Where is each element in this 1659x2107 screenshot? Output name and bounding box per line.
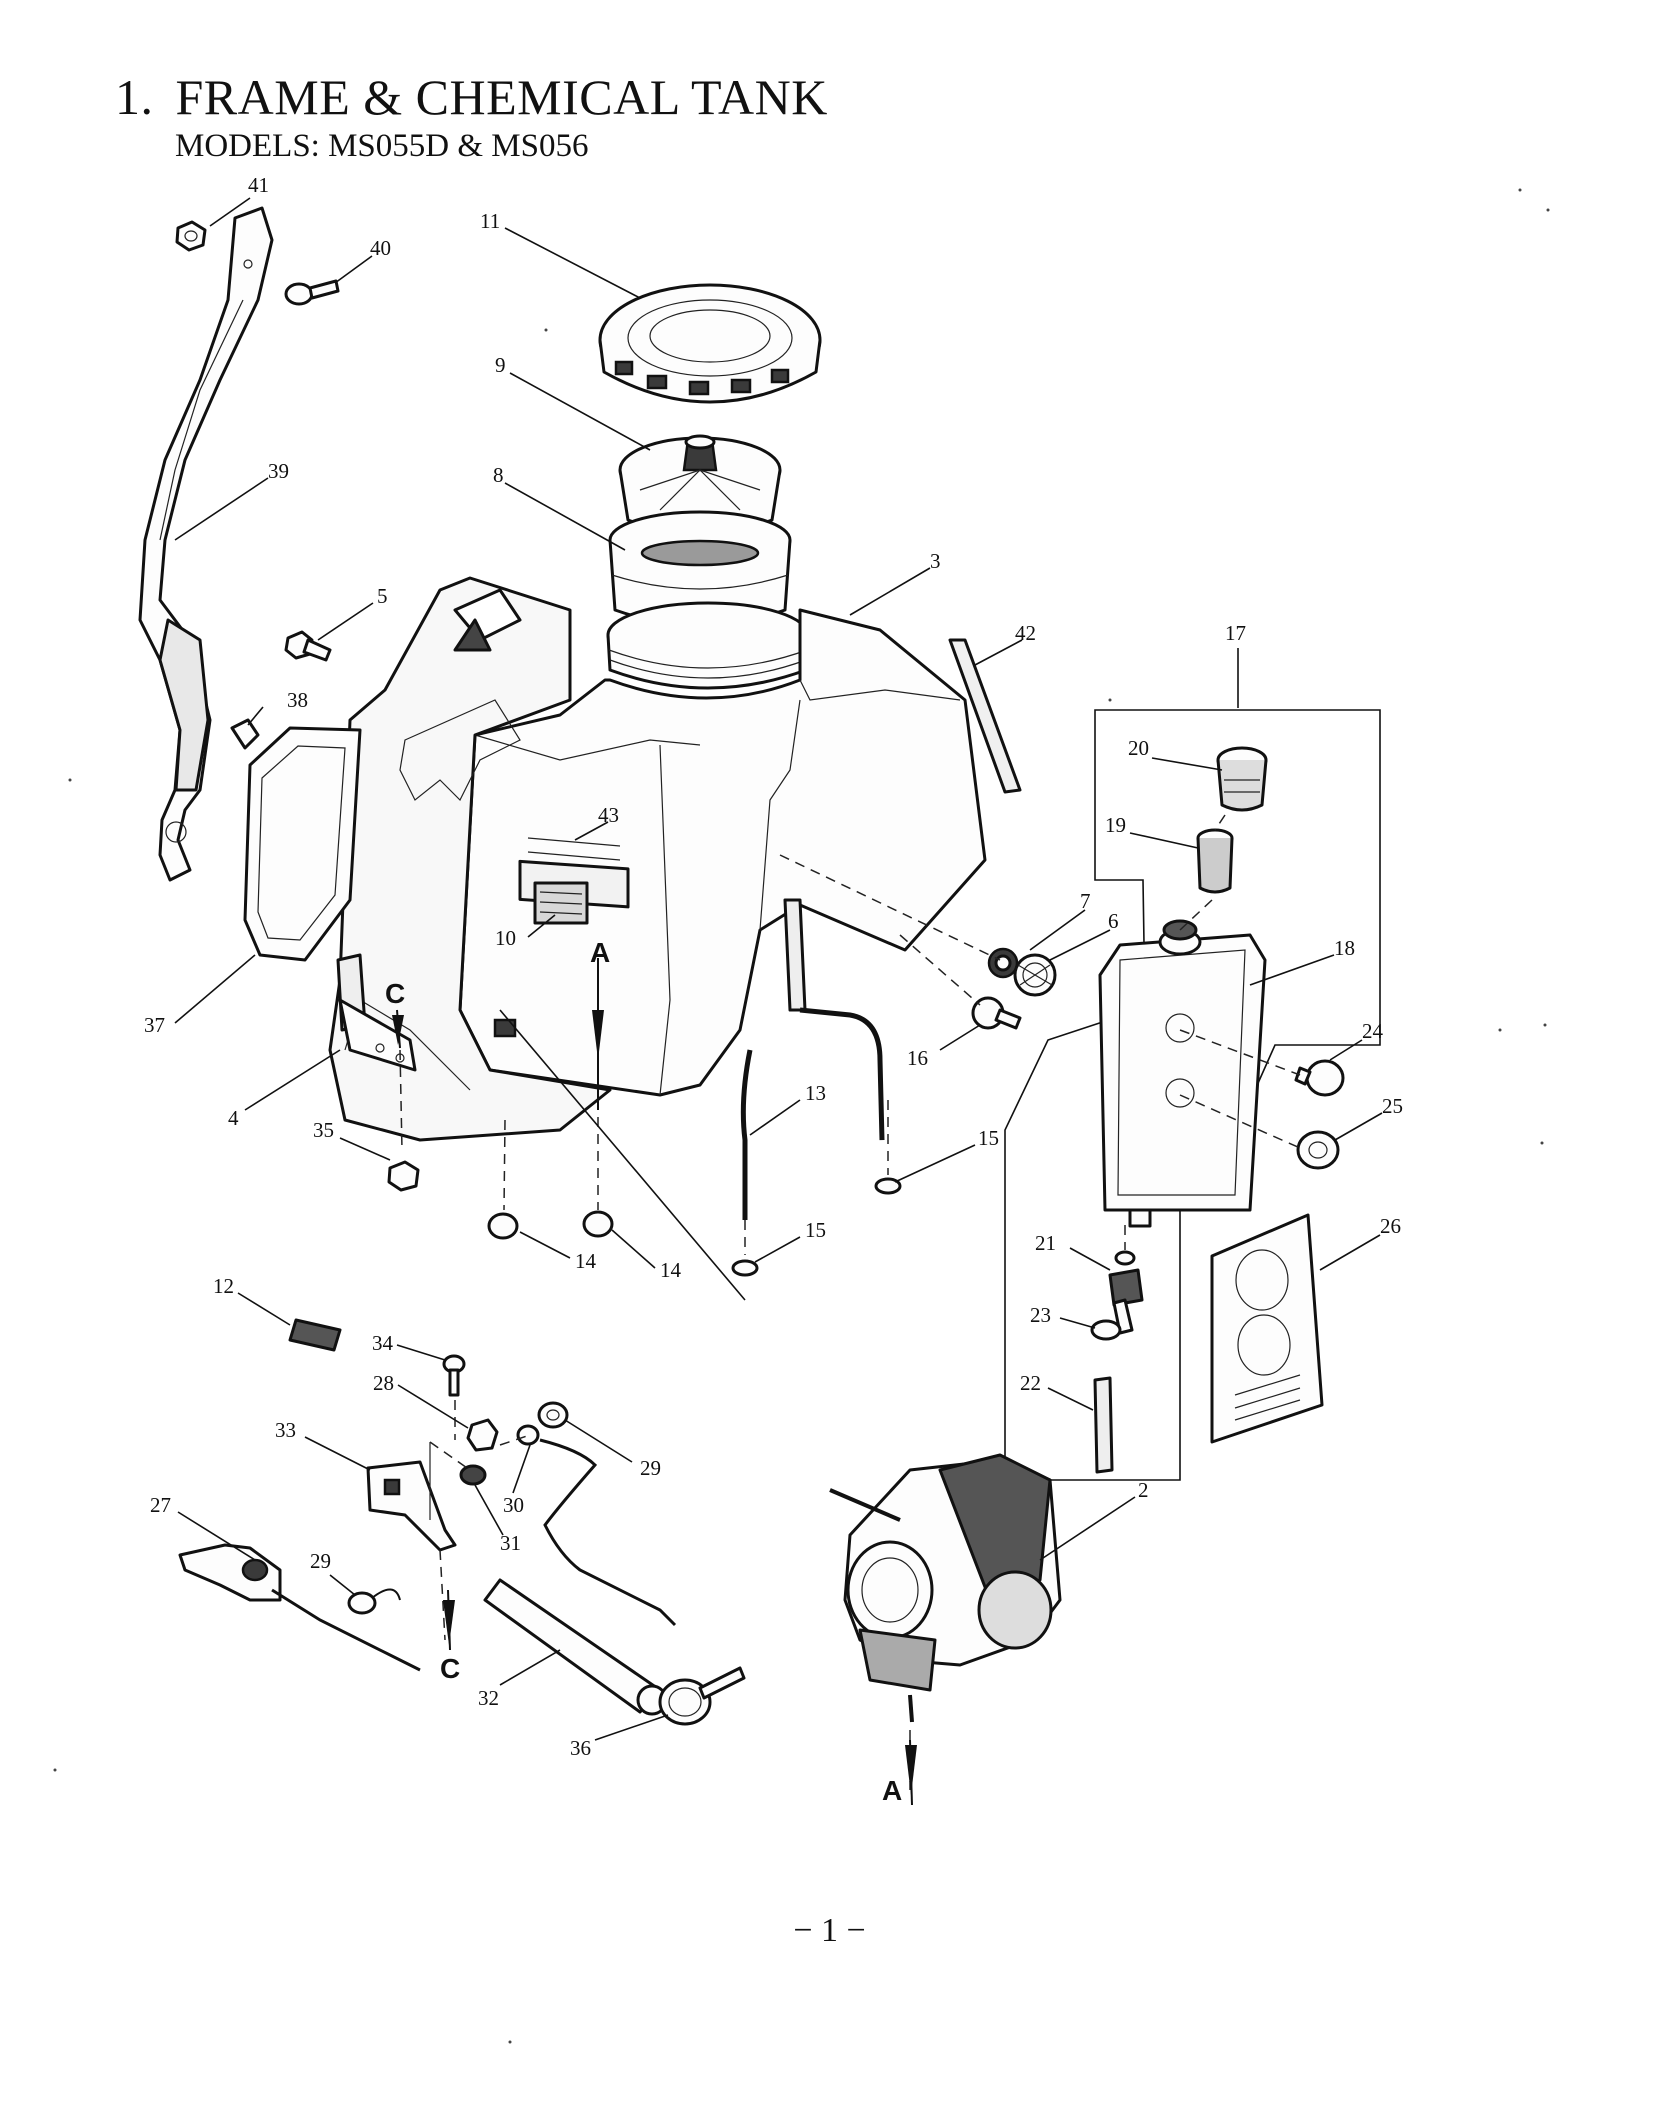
- part-grommet-24: [1296, 1061, 1343, 1095]
- callout-5: 5: [377, 584, 388, 608]
- part-fuel-tank-18: [1100, 921, 1265, 1226]
- callout-14-right: 14: [660, 1258, 682, 1282]
- callout-38: 38: [287, 688, 308, 712]
- part-switch-29: [349, 1589, 400, 1613]
- callout-29-upper: 29: [640, 1456, 661, 1480]
- callout-4: 4: [228, 1106, 239, 1130]
- callout-25: 25: [1382, 1094, 1403, 1118]
- callout-31: 31: [500, 1531, 521, 1555]
- callout-16: 16: [907, 1046, 928, 1070]
- part-engine: [830, 1455, 1060, 1722]
- part-nut-28: [468, 1420, 497, 1450]
- section-arrow-a-lower: A: [882, 1740, 917, 1806]
- callout-9: 9: [495, 353, 506, 377]
- callout-30: 30: [503, 1493, 524, 1517]
- part-fuel-filter-19: [1198, 830, 1232, 892]
- part-grommet-14-left: [489, 1214, 517, 1238]
- part-fuel-cock-21: [1110, 1252, 1142, 1333]
- callout-24: 24: [1362, 1019, 1384, 1043]
- callout-15-lower: 15: [805, 1218, 826, 1242]
- part-washer-31: [461, 1466, 485, 1484]
- callout-28: 28: [373, 1371, 394, 1395]
- section-marker-a-upper: A: [590, 937, 610, 968]
- part-nut-41: [177, 222, 205, 250]
- callout-3: 3: [930, 549, 941, 573]
- part-fitting-7: [989, 949, 1017, 977]
- page-number: − 1 −: [0, 1912, 1659, 1950]
- callout-6: 6: [1108, 909, 1119, 933]
- part-grommet-25: [1298, 1132, 1338, 1168]
- callout-43: 43: [598, 803, 619, 827]
- part-tank-lid: [600, 285, 820, 402]
- part-label-12: [290, 1320, 340, 1350]
- part-fuel-tube-22: [1095, 1378, 1112, 1472]
- part-throttle-bracket-33: [368, 1442, 455, 1550]
- part-filter-cap-20: [1218, 748, 1266, 810]
- callout-11: 11: [480, 209, 500, 233]
- callout-20: 20: [1128, 736, 1149, 760]
- part-clip-38: [232, 720, 258, 748]
- callout-32: 32: [478, 1686, 499, 1710]
- part-bolt-40: [286, 281, 338, 304]
- callout-12: 12: [213, 1274, 234, 1298]
- callout-15-upper: 15: [978, 1126, 999, 1150]
- part-washer-15-lower: [733, 1261, 757, 1275]
- callout-7: 7: [1080, 889, 1091, 913]
- callout-33: 33: [275, 1418, 296, 1442]
- callout-21: 21: [1035, 1231, 1056, 1255]
- part-screw-34: [444, 1356, 464, 1395]
- part-nut-29: [539, 1403, 567, 1427]
- callout-40: 40: [370, 236, 391, 260]
- callout-10: 10: [495, 926, 516, 950]
- part-band-36: [660, 1668, 744, 1724]
- callout-19: 19: [1105, 813, 1126, 837]
- callout-29-lower: 29: [310, 1549, 331, 1573]
- callout-41: 41: [248, 173, 269, 197]
- part-fitting-6: [1015, 955, 1055, 995]
- section-marker-a-lower: A: [882, 1775, 902, 1806]
- part-grommet-14-right: [584, 1212, 612, 1236]
- callout-37: 37: [144, 1013, 165, 1037]
- callout-34: 34: [372, 1331, 394, 1355]
- part-throttle-lever-27: [180, 1545, 420, 1670]
- callout-13: 13: [805, 1081, 826, 1105]
- callout-2: 2: [1138, 1478, 1149, 1502]
- callout-36: 36: [570, 1736, 591, 1760]
- callout-18: 18: [1334, 936, 1355, 960]
- part-hose-clamp-23: [1092, 1321, 1120, 1339]
- part-tank-neck: [608, 603, 808, 688]
- part-fitting-16: [973, 998, 1020, 1028]
- callout-39: 39: [268, 459, 289, 483]
- callout-22: 22: [1020, 1371, 1041, 1395]
- section-marker-c-upper: C: [385, 978, 405, 1009]
- callout-23: 23: [1030, 1303, 1051, 1327]
- part-grommet-35: [389, 1162, 418, 1190]
- callout-14-left: 14: [575, 1249, 597, 1273]
- callout-35: 35: [313, 1118, 334, 1142]
- callout-17: 17: [1225, 621, 1246, 645]
- callout-8: 8: [493, 463, 504, 487]
- callout-26: 26: [1380, 1214, 1401, 1238]
- section-marker-c-lower: C: [440, 1653, 460, 1684]
- callout-42: 42: [1015, 621, 1036, 645]
- part-decal-26: [1212, 1215, 1322, 1442]
- callout-27: 27: [150, 1493, 171, 1517]
